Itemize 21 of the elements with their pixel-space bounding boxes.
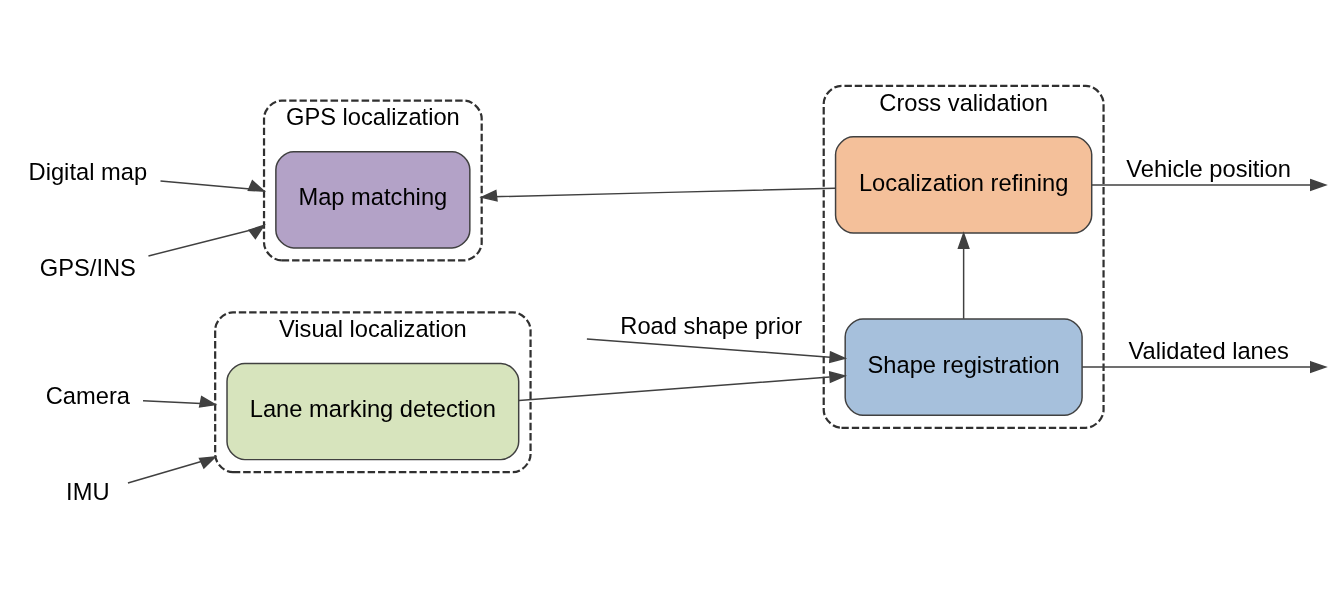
arrow <box>479 186 836 202</box>
arrow <box>957 230 970 319</box>
edge-label: Vehicle position <box>1126 155 1291 182</box>
node-box: Shape registration <box>844 317 1083 416</box>
node-text: Camera <box>45 382 130 409</box>
arrow <box>518 370 848 401</box>
arrow <box>1081 360 1328 373</box>
edge-label: Validated lanes <box>1128 337 1289 364</box>
arrow <box>127 455 218 484</box>
arrow <box>586 337 848 363</box>
arrow <box>147 223 266 257</box>
node-text: IMU <box>66 478 110 505</box>
arrow <box>142 395 218 408</box>
arrow <box>159 178 267 192</box>
node-box: Localization refining <box>834 135 1093 234</box>
node-box: Map matching <box>275 150 471 249</box>
edge-label: Road shape prior <box>620 312 803 339</box>
arrow <box>1091 178 1328 191</box>
node-text: Digital map <box>28 158 148 185</box>
node-text: GPS/INS <box>39 254 136 281</box>
node-box: Lane marking detection <box>226 362 520 460</box>
